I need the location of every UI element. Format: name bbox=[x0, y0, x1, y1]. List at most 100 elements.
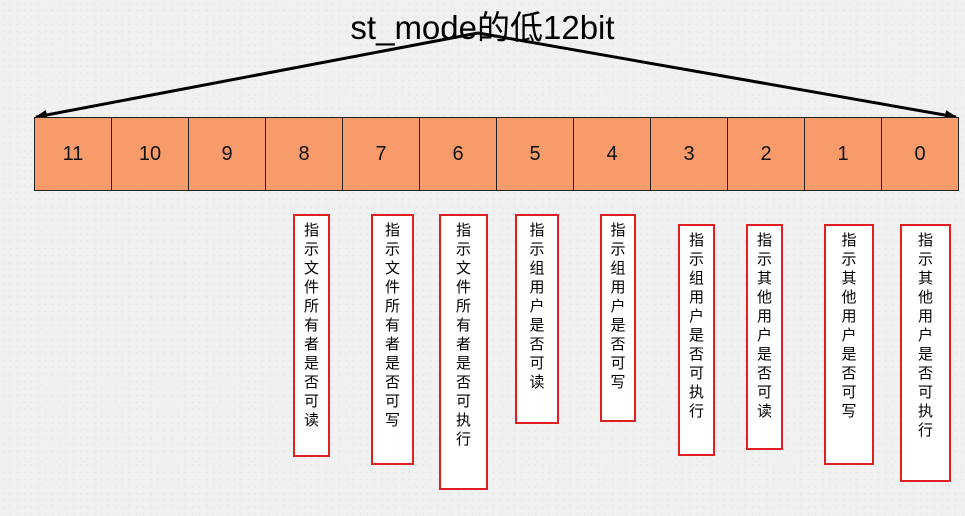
description-char: 执 bbox=[455, 411, 471, 429]
description-char: 否 bbox=[529, 335, 545, 353]
bit-cell-2: 2 bbox=[728, 117, 805, 191]
bit-1-description: 指示其他用户是否可写 bbox=[824, 224, 874, 465]
bit-6-description: 指示文件所有者是否可执行 bbox=[439, 214, 488, 490]
description-char: 示 bbox=[384, 240, 400, 258]
description-char: 是 bbox=[917, 345, 933, 363]
description-char: 是 bbox=[303, 354, 319, 372]
description-char: 组 bbox=[610, 259, 626, 277]
description-char: 指 bbox=[610, 221, 626, 239]
description-char: 户 bbox=[841, 326, 857, 344]
description-char: 有 bbox=[455, 316, 471, 334]
description-char: 示 bbox=[917, 250, 933, 268]
bit-cell-3: 3 bbox=[651, 117, 728, 191]
bit-cell-5: 5 bbox=[497, 117, 574, 191]
description-char: 行 bbox=[455, 430, 471, 448]
description-char: 行 bbox=[688, 402, 704, 420]
description-char: 户 bbox=[610, 297, 626, 315]
description-char: 可 bbox=[455, 392, 471, 410]
description-char: 否 bbox=[841, 364, 857, 382]
description-char: 可 bbox=[529, 354, 545, 372]
bit-5-description: 指示组用户是否可读 bbox=[515, 214, 559, 424]
description-char: 指 bbox=[841, 231, 857, 249]
description-char: 户 bbox=[529, 297, 545, 315]
description-char: 组 bbox=[529, 259, 545, 277]
description-char: 他 bbox=[756, 288, 772, 306]
description-char: 是 bbox=[384, 354, 400, 372]
description-char: 可 bbox=[303, 392, 319, 410]
description-char: 读 bbox=[303, 411, 319, 429]
bit-cell-11: 11 bbox=[34, 117, 112, 191]
bit-cell-4: 4 bbox=[574, 117, 651, 191]
description-char: 其 bbox=[841, 269, 857, 287]
description-char: 用 bbox=[841, 307, 857, 325]
description-char: 所 bbox=[384, 297, 400, 315]
bit-cell-10: 10 bbox=[112, 117, 189, 191]
description-char: 有 bbox=[303, 316, 319, 334]
description-char: 写 bbox=[384, 411, 400, 429]
description-char: 否 bbox=[917, 364, 933, 382]
description-char: 者 bbox=[455, 335, 471, 353]
description-char: 户 bbox=[688, 307, 704, 325]
bit-0-description: 指示其他用户是否可执行 bbox=[900, 224, 951, 482]
description-char: 否 bbox=[384, 373, 400, 391]
diagram-title: st_mode的低12bit bbox=[350, 9, 615, 46]
bit-cell-0: 0 bbox=[882, 117, 959, 191]
description-char: 执 bbox=[917, 402, 933, 420]
description-char: 件 bbox=[384, 278, 400, 296]
description-char: 所 bbox=[455, 297, 471, 315]
description-char: 文 bbox=[455, 259, 471, 277]
description-char: 行 bbox=[917, 421, 933, 439]
description-char: 执 bbox=[688, 383, 704, 401]
bit-2-description: 指示其他用户是否可读 bbox=[746, 224, 783, 450]
description-char: 是 bbox=[841, 345, 857, 363]
description-char: 可 bbox=[688, 364, 704, 382]
description-char: 他 bbox=[841, 288, 857, 306]
description-char: 件 bbox=[303, 278, 319, 296]
description-char: 文 bbox=[384, 259, 400, 277]
description-char: 他 bbox=[917, 288, 933, 306]
description-char: 组 bbox=[688, 269, 704, 287]
description-char: 否 bbox=[688, 345, 704, 363]
description-char: 其 bbox=[917, 269, 933, 287]
description-char: 件 bbox=[455, 278, 471, 296]
bit-4-description: 指示组用户是否可写 bbox=[600, 214, 636, 422]
description-char: 写 bbox=[610, 373, 626, 391]
description-char: 者 bbox=[303, 335, 319, 353]
description-char: 指 bbox=[455, 221, 471, 239]
arrow-left bbox=[35, 31, 479, 120]
description-char: 否 bbox=[303, 373, 319, 391]
arrow-right bbox=[477, 31, 957, 121]
bit-cell-9: 9 bbox=[189, 117, 266, 191]
description-char: 可 bbox=[917, 383, 933, 401]
description-char: 用 bbox=[917, 307, 933, 325]
description-char: 用 bbox=[688, 288, 704, 306]
description-char: 其 bbox=[756, 269, 772, 287]
bit-cell-1: 1 bbox=[805, 117, 882, 191]
description-char: 户 bbox=[917, 326, 933, 344]
description-char: 用 bbox=[529, 278, 545, 296]
description-char: 读 bbox=[529, 373, 545, 391]
bit-8-description: 指示文件所有者是否可读 bbox=[293, 214, 330, 457]
description-char: 示 bbox=[756, 250, 772, 268]
description-char: 是 bbox=[455, 354, 471, 372]
description-char: 指 bbox=[384, 221, 400, 239]
description-char: 指 bbox=[303, 221, 319, 239]
description-char: 可 bbox=[756, 383, 772, 401]
description-char: 文 bbox=[303, 259, 319, 277]
description-char: 有 bbox=[384, 316, 400, 334]
description-char: 是 bbox=[610, 316, 626, 334]
description-char: 示 bbox=[303, 240, 319, 258]
description-char: 否 bbox=[756, 364, 772, 382]
description-char: 示 bbox=[455, 240, 471, 258]
description-char: 否 bbox=[610, 335, 626, 353]
description-char: 指 bbox=[688, 231, 704, 249]
description-char: 用 bbox=[756, 307, 772, 325]
description-char: 否 bbox=[455, 373, 471, 391]
bit-3-description: 指示组用户是否可执行 bbox=[678, 224, 715, 456]
description-char: 可 bbox=[610, 354, 626, 372]
description-char: 示 bbox=[529, 240, 545, 258]
description-char: 户 bbox=[756, 326, 772, 344]
description-char: 用 bbox=[610, 278, 626, 296]
bit-cell-8: 8 bbox=[266, 117, 343, 191]
